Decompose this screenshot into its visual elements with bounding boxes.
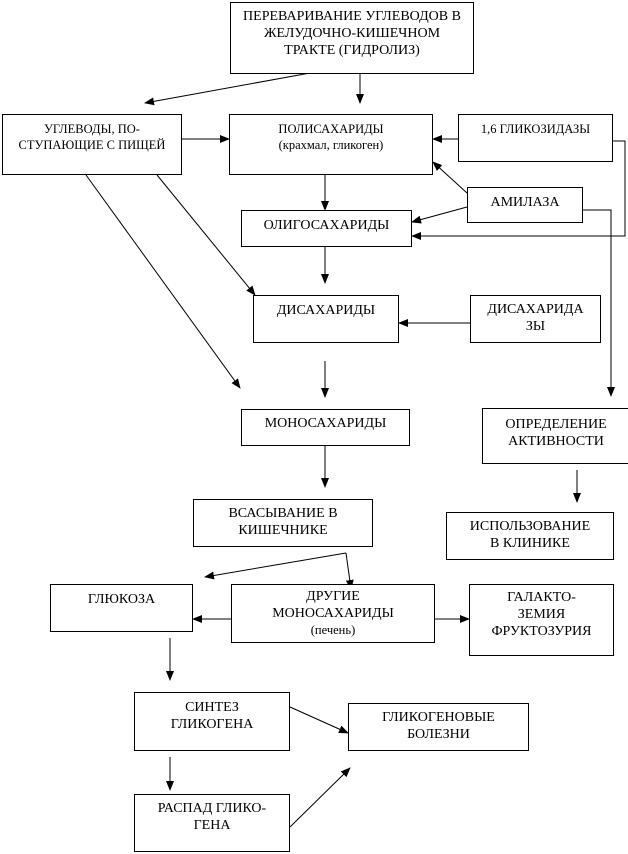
arrow-absorb-to-other — [345, 552, 354, 590]
activity-line-2: АКТИВНОСТИ — [508, 434, 604, 449]
absorb-line-1: ВСАСЫВАНИЕ В — [228, 506, 338, 521]
arrow-food-to-di — [156, 174, 256, 296]
arrow-synth-to-glycogenoses — [289, 706, 349, 734]
glucose-line-1: ГЛЮКОЗА — [87, 592, 156, 607]
breakdown-line-2: ГЕНА — [193, 818, 231, 833]
arrow-breakdown-to-glycogenoses — [289, 767, 351, 828]
glycogen-breakdown-box: РАСПАД ГЛИКО- ГЕНА — [134, 794, 290, 852]
disacch-enz-line-2: ЗЫ — [525, 319, 546, 334]
disaccharides-box: ДИСАХАРИДЫ — [253, 295, 399, 343]
arrow-title-to-food — [144, 72, 311, 106]
other-line-2: МОНОСАХАРИДЫ — [272, 606, 394, 621]
arrow-absorb-to-glucose — [204, 552, 347, 580]
glycogenoses-line-1: ГЛИКОГЕНОВЫЕ — [382, 710, 495, 725]
glyco-line-1: 1,6 ГЛИКОЗИДАЗЫ — [480, 122, 591, 136]
clinic-line-2: В КЛИНИКЕ — [490, 536, 570, 551]
other-monosaccharides-box: ДРУГИЕ МОНОСАХАРИДЫ (печень) — [231, 584, 435, 643]
other-line-3: (печень) — [310, 623, 356, 637]
food-line-2: СТУПАЮЩИЕ С ПИЩЕЙ — [18, 138, 166, 152]
title-line-3: ТРАКТЕ (ГИДРОЛИЗ) — [284, 43, 420, 58]
glycogen-synthesis-box: СИНТЕЗ ГЛИКОГЕНА — [134, 692, 290, 751]
activity-box: ОПРЕДЕЛЕНИЕ АКТИВНОСТИ — [482, 408, 628, 464]
glucose-box: ГЛЮКОЗА — [50, 584, 193, 632]
mono-line-1: МОНОСАХАРИДЫ — [264, 416, 387, 431]
amylase-box: АМИЛАЗА — [467, 187, 583, 223]
poly-line-1: ПОЛИСАХАРИДЫ — [278, 122, 384, 136]
galacto-line-1: ГАЛАКТО- — [507, 590, 576, 605]
amylase-line-1: АМИЛАЗА — [490, 195, 560, 210]
title-line-2: ЖЕЛУДОЧНО-КИШЕЧНОМ — [263, 26, 441, 41]
galacto-line-2: ЗЕМИЯ — [517, 607, 566, 622]
clinic-line-1: ИСПОЛЬЗОВАНИЕ — [469, 519, 591, 534]
glycosidases-box: 1,6 ГЛИКОЗИДАЗЫ — [458, 114, 613, 162]
title-box: ПЕРЕВАРИВАНИЕ УГЛЕВОДОВ В ЖЕЛУДОЧНО-КИШЕ… — [230, 2, 474, 74]
monosaccharides-box: МОНОСАХАРИДЫ — [241, 409, 410, 446]
oligo-line-1: ОЛИГОСАХАРИДЫ — [263, 218, 390, 233]
other-line-1: ДРУГИЕ — [306, 589, 360, 604]
clinic-box: ИСПОЛЬЗОВАНИЕ В КЛИНИКЕ — [446, 512, 614, 560]
galactosemia-box: ГАЛАКТО- ЗЕМИЯ ФРУКТОЗУРИЯ — [469, 584, 614, 656]
polysaccharides-box: ПОЛИСАХАРИДЫ (крахмал, гликоген) — [229, 114, 433, 175]
di-line-1: ДИСАХАРИДЫ — [276, 303, 376, 318]
food-line-1: УГЛЕВОДЫ, ПО- — [44, 122, 140, 136]
disacch-enz-line-1: ДИСАХАРИДА — [487, 302, 584, 317]
poly-line-2: (крахмал, гликоген) — [278, 138, 384, 152]
food-carbs-box: УГЛЕВОДЫ, ПО- СТУПАЮЩИЕ С ПИЩЕЙ — [2, 114, 182, 175]
synth-line-2: ГЛИКОГЕНА — [170, 717, 254, 732]
arrow-glyco-to-oligo — [411, 140, 626, 240]
arrow-amylase-to-activity — [583, 209, 615, 397]
galacto-line-3: ФРУКТОЗУРИЯ — [491, 624, 592, 639]
disaccharidases-box: ДИСАХАРИДА ЗЫ — [470, 295, 601, 343]
glycogenoses-box: ГЛИКОГЕНОВЫЕ БОЛЕЗНИ — [348, 703, 529, 751]
title-line-1: ПЕРЕВАРИВАНИЕ УГЛЕВОДОВ В — [243, 9, 461, 24]
absorb-line-2: КИШЕЧНИКЕ — [238, 523, 328, 538]
absorption-box: ВСАСЫВАНИЕ В КИШЕЧНИКЕ — [193, 499, 373, 547]
activity-line-1: ОПРЕДЕЛЕНИЕ — [505, 417, 607, 432]
oligosaccharides-box: ОЛИГОСАХАРИДЫ — [241, 210, 412, 247]
synth-line-1: СИНТЕЗ — [185, 700, 239, 715]
breakdown-line-1: РАСПАД ГЛИКО- — [157, 801, 267, 816]
glycogenoses-line-2: БОЛЕЗНИ — [407, 727, 470, 742]
arrow-food-to-mono — [85, 174, 241, 389]
arrow-amylase-to-oligo — [411, 206, 468, 224]
arrow-amylase-to-poly — [432, 161, 468, 194]
